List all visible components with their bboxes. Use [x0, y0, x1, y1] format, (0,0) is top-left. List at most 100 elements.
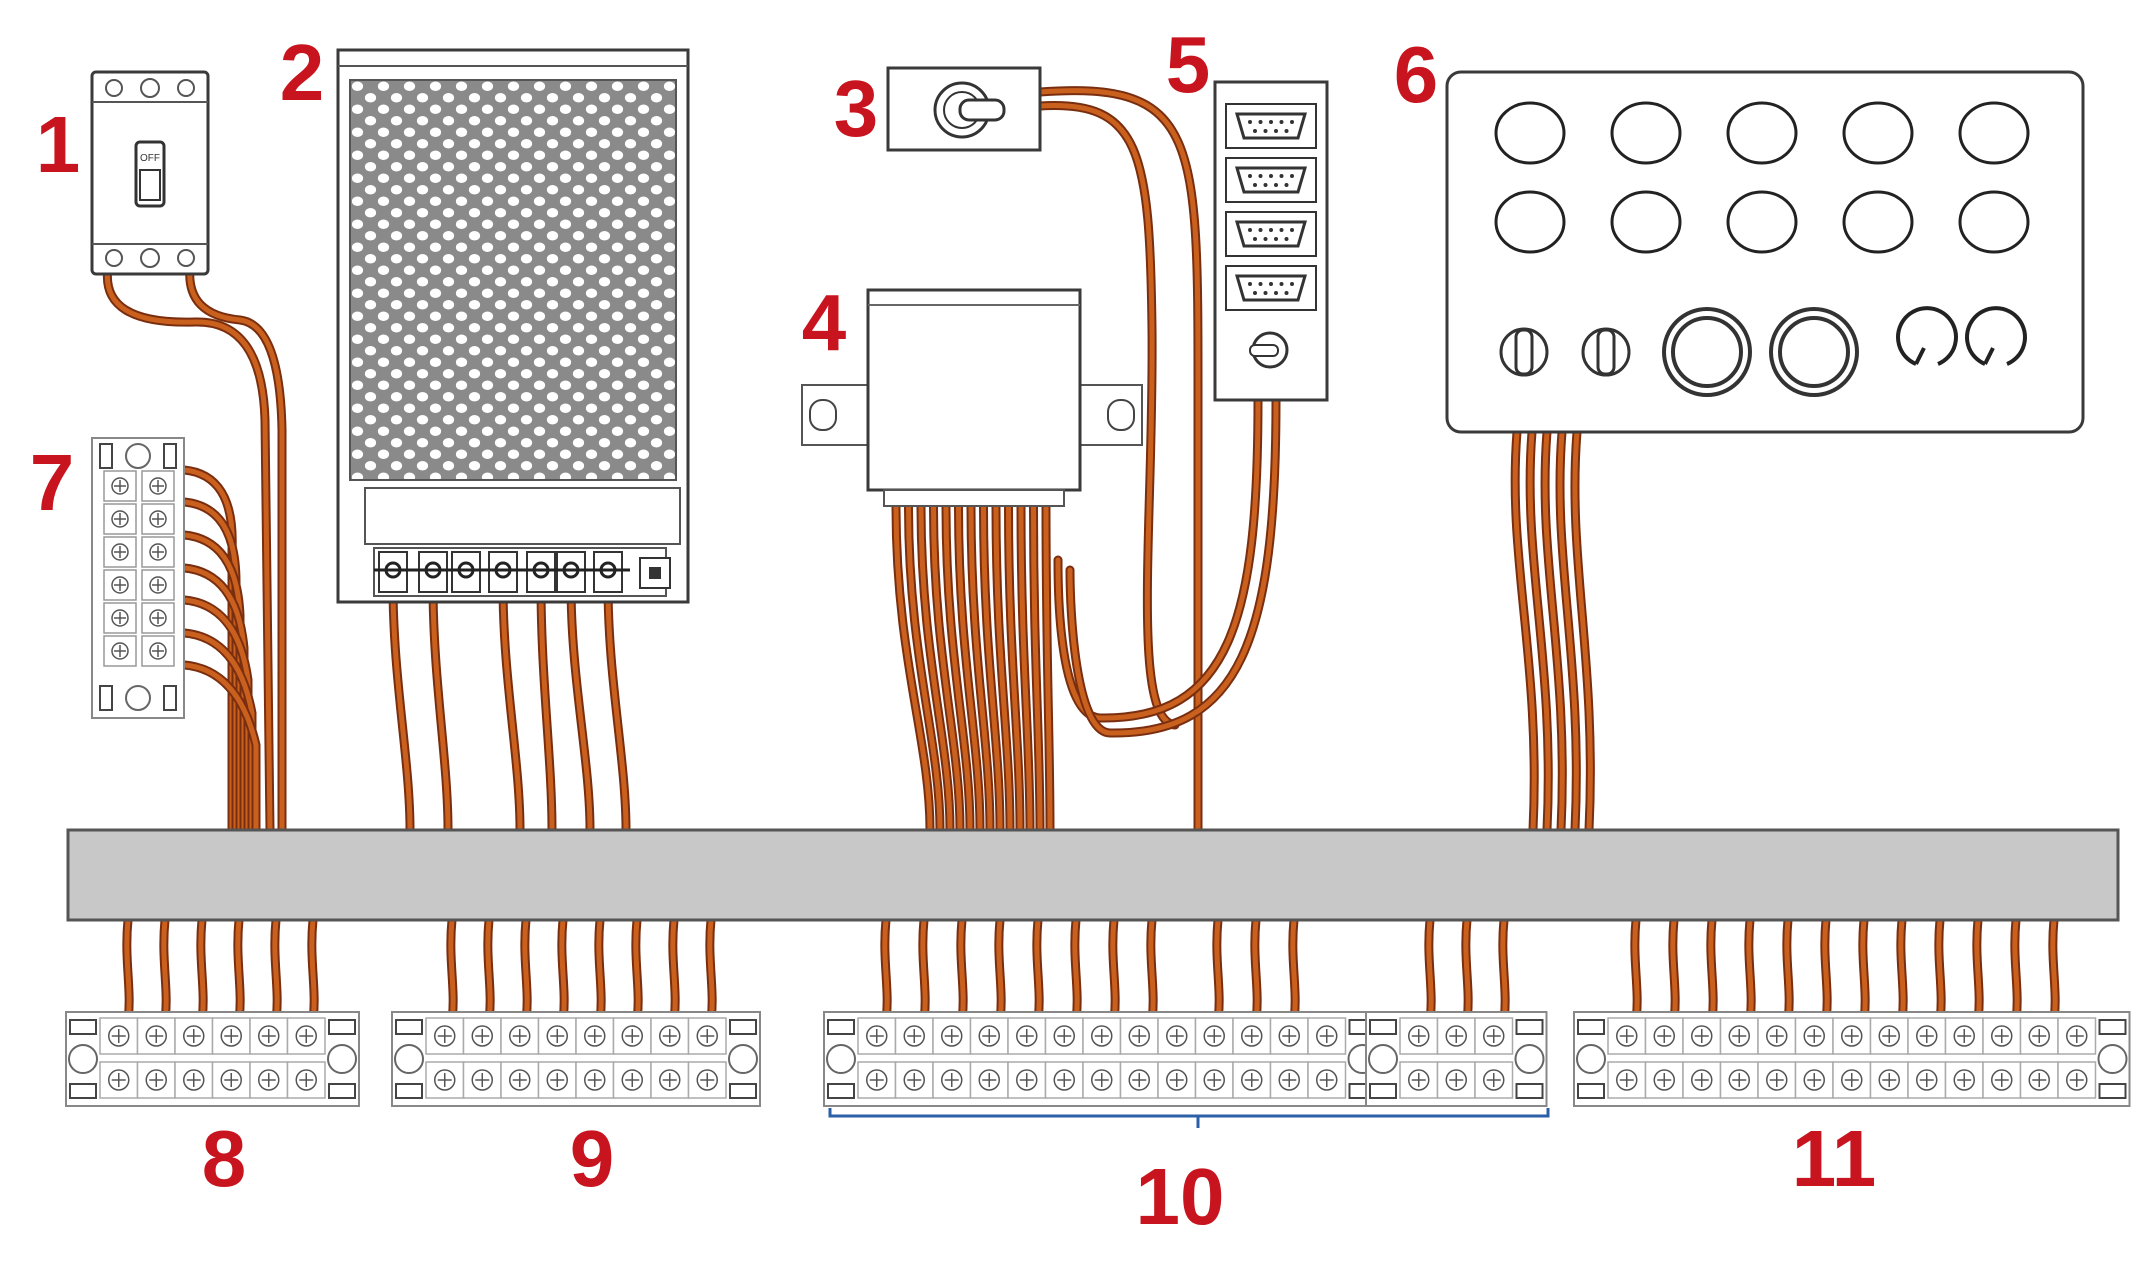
wire — [1896, 915, 1908, 1025]
wire — [1744, 915, 1756, 1025]
wire — [1782, 915, 1794, 1025]
wire — [916, 501, 955, 835]
wire — [1972, 915, 1984, 1025]
terminal-block-10a — [823, 1011, 1381, 1107]
wire-duct — [66, 828, 2120, 922]
circuit-breaker-icon: OFF — [90, 70, 210, 276]
wire — [2048, 915, 2060, 1025]
terminal-block-9 — [391, 1011, 761, 1107]
terminal-cell — [932, 1017, 972, 1055]
wire — [929, 501, 965, 835]
wire — [979, 501, 1005, 835]
wire — [603, 580, 631, 835]
terminal-cell — [1719, 1017, 1759, 1055]
wire — [966, 501, 995, 835]
push-button-icon — [1842, 190, 1914, 254]
wire — [1525, 427, 1553, 835]
transformer-icon — [801, 288, 1143, 507]
label-7: 7 — [30, 438, 75, 527]
db9-connector-icon — [1225, 157, 1317, 203]
label-8: 8 — [202, 1114, 247, 1203]
wire — [446, 915, 458, 1025]
push-button-icon — [1610, 101, 1682, 165]
wire — [1041, 501, 1055, 835]
wire — [483, 915, 495, 1025]
wire — [557, 915, 569, 1025]
indicator-lamp-icon — [1662, 307, 1752, 397]
label-9: 9 — [570, 1114, 615, 1203]
wire — [1668, 915, 1680, 1025]
wire — [196, 915, 208, 1025]
db9-connector-icon — [1225, 103, 1317, 149]
terminal-block-11 — [1573, 1011, 2131, 1107]
wire — [904, 501, 945, 835]
control-panel-icon — [1445, 70, 2085, 434]
terminal-cell — [575, 1061, 615, 1099]
breaker-off-text: OFF — [140, 153, 160, 164]
wire — [668, 915, 680, 1025]
psu-terminal-strip — [374, 551, 630, 593]
indicator-lamp-icon — [1769, 307, 1859, 397]
label-10: 10 — [1136, 1152, 1225, 1241]
wire — [991, 501, 1015, 835]
push-button-icon — [1494, 101, 1566, 165]
wire — [705, 915, 717, 1025]
terminal-block-8 — [65, 1011, 360, 1107]
wire — [536, 580, 557, 835]
power-supply-icon — [336, 48, 690, 604]
wire — [1035, 101, 1180, 730]
wire — [956, 915, 968, 1025]
selector-switch-2 — [1581, 327, 1631, 377]
wire — [102, 263, 275, 835]
wire — [941, 501, 975, 835]
terminal-cell — [1757, 1061, 1797, 1099]
wire — [1934, 915, 1946, 1025]
wire — [1029, 501, 1045, 835]
terminal-7-cell — [141, 569, 175, 601]
terminal-cell — [249, 1017, 289, 1055]
wire — [1250, 915, 1262, 1025]
wire — [159, 915, 171, 1025]
label-5: 5 — [1166, 20, 1211, 109]
wire — [2010, 915, 2022, 1025]
wire — [498, 580, 525, 835]
wire — [1820, 915, 1832, 1025]
rotary-knob-icon — [1896, 306, 1958, 366]
wire — [270, 915, 282, 1025]
terminal-cell — [1474, 1061, 1514, 1099]
selector-switch-1 — [1499, 327, 1549, 377]
label-4: 4 — [802, 278, 847, 367]
wire — [994, 915, 1006, 1025]
rotary-knob-icon — [1965, 306, 2027, 366]
wire — [122, 915, 134, 1025]
wire — [185, 263, 287, 835]
label-2: 2 — [280, 28, 325, 117]
wire — [428, 580, 453, 835]
wire — [307, 915, 319, 1025]
wire — [891, 501, 935, 835]
label-1: 1 — [36, 100, 81, 189]
push-button-grid — [1494, 101, 2030, 254]
wire — [1461, 915, 1473, 1025]
push-button-icon — [1842, 101, 1914, 165]
wire — [954, 501, 985, 835]
wire — [1510, 427, 1539, 835]
push-button-icon — [1494, 190, 1566, 254]
small-terminal-block-icon — [91, 437, 185, 719]
terminal-cell — [462, 1061, 502, 1099]
label-6: 6 — [1394, 30, 1439, 119]
wire — [1288, 915, 1300, 1025]
wire — [1053, 395, 1263, 723]
wire — [594, 915, 606, 1025]
wires — [102, 86, 2060, 1025]
terminal-cell — [894, 1061, 934, 1099]
wire — [880, 915, 892, 1025]
wire — [1070, 915, 1082, 1025]
terminal-cell — [1719, 1061, 1759, 1099]
wire — [1016, 501, 1035, 835]
wire — [1706, 915, 1718, 1025]
wire — [520, 915, 532, 1025]
wire — [1858, 915, 1870, 1025]
toggle-switch-icon — [886, 66, 1042, 152]
